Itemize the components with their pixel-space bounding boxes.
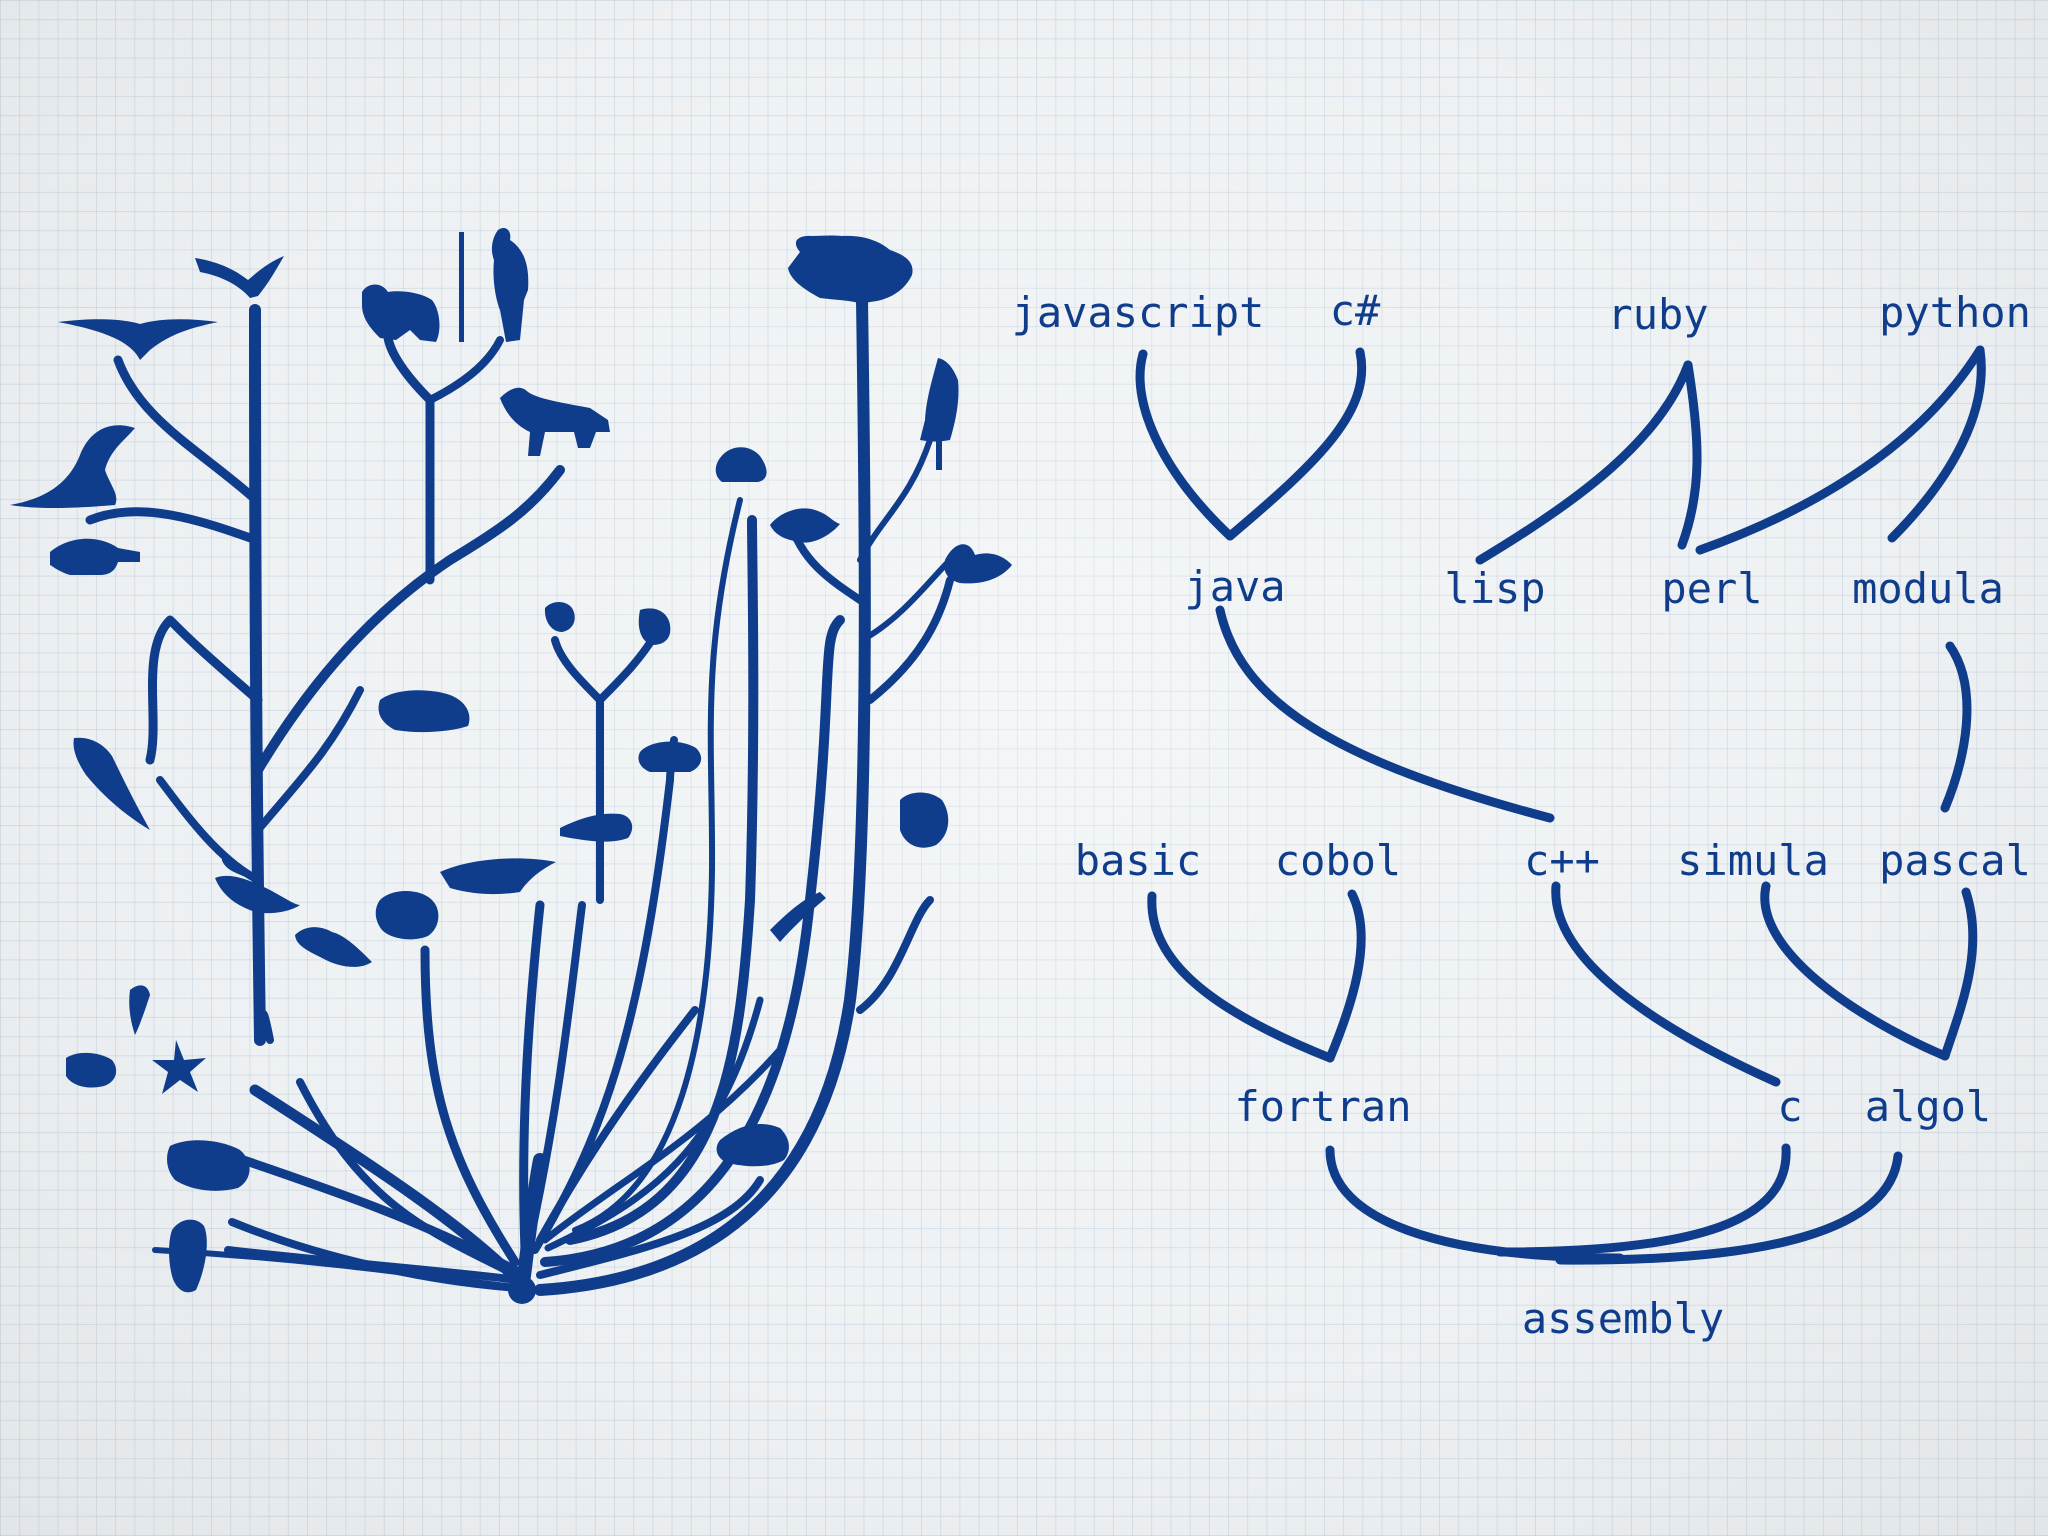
node-pascal: pascal [1879, 836, 2031, 885]
node-modula: modula [1852, 564, 2004, 613]
whale-icon [215, 875, 300, 914]
edge-python-modula [1887, 345, 1986, 543]
edge-fortran-assembly [1325, 1145, 1625, 1263]
edge-python-perl [1695, 345, 1985, 555]
gorilla-icon [362, 284, 440, 342]
node-python: python [1879, 288, 2031, 337]
edge-modula-pascal [1940, 641, 1972, 813]
node-assembly: assembly [1521, 1294, 1725, 1343]
edge-csharp-java [1225, 347, 1367, 541]
shark-icon [440, 858, 556, 895]
small-fish-icon [129, 985, 150, 1035]
node-javascript: javascript [1011, 288, 1265, 337]
node-algol: algol [1864, 1082, 1992, 1131]
scorpion-icon [638, 608, 671, 645]
bird-icon [195, 256, 284, 298]
node-basic: basic [1074, 836, 1202, 885]
crab-icon [638, 741, 702, 772]
coral-icon [900, 792, 949, 848]
starfish-icon [152, 1040, 206, 1094]
node-simula: simula [1677, 836, 1829, 885]
node-fortran: fortran [1234, 1082, 1412, 1131]
tree-branches [85, 256, 954, 1297]
node-c: c [1777, 1082, 1803, 1131]
edge-simula-algol [1760, 881, 1950, 1061]
dog-icon [500, 387, 610, 456]
language-edges [1135, 345, 1986, 1265]
root-node [508, 1276, 536, 1304]
edge-pascal-algol [1940, 887, 1978, 1061]
edge-ruby-lisp [1475, 360, 1693, 565]
seaweed-icon [716, 1124, 789, 1167]
node-lisp: lisp [1444, 564, 1546, 613]
edge-algol-assembly [1555, 1151, 1903, 1265]
edge-cobol-fortran [1325, 889, 1366, 1063]
edge-cpp-c [1551, 881, 1781, 1087]
edge-basic-fortran [1147, 891, 1335, 1063]
plant-icon [944, 544, 1012, 584]
protozoa-icon [66, 1052, 117, 1088]
squid-icon [73, 737, 150, 830]
edge-ruby-perl [1677, 360, 1702, 550]
worm-icon [770, 892, 826, 942]
node-perl: perl [1661, 564, 1763, 613]
node-cobol: cobol [1274, 836, 1402, 885]
staff-icon [459, 232, 464, 342]
node-csharp: c# [1329, 286, 1381, 335]
node-java: java [1184, 562, 1286, 611]
node-cpp: c++ [1524, 836, 1600, 885]
rock-icon [167, 1140, 250, 1191]
insect-icon [770, 508, 840, 543]
fungus-icon [169, 1219, 207, 1293]
dinosaur-icon [10, 425, 135, 509]
turtle-icon [50, 538, 140, 575]
pterosaur-icon [58, 319, 218, 360]
conifer-icon [920, 358, 959, 442]
conifer-trunk [936, 440, 942, 470]
beetle-icon [715, 447, 767, 482]
jellyfish-icon [375, 891, 439, 940]
spider-icon [544, 602, 575, 632]
edge-javascript-java [1135, 349, 1235, 541]
frog-icon [378, 690, 470, 733]
tree-icon [788, 235, 913, 304]
human-icon [491, 228, 529, 342]
edge-c-assembly [1495, 1143, 1791, 1257]
sponge-icon [295, 927, 372, 967]
edge-java-cpp [1215, 605, 1555, 823]
fish-icon [560, 813, 633, 842]
node-ruby: ruby [1607, 290, 1709, 339]
